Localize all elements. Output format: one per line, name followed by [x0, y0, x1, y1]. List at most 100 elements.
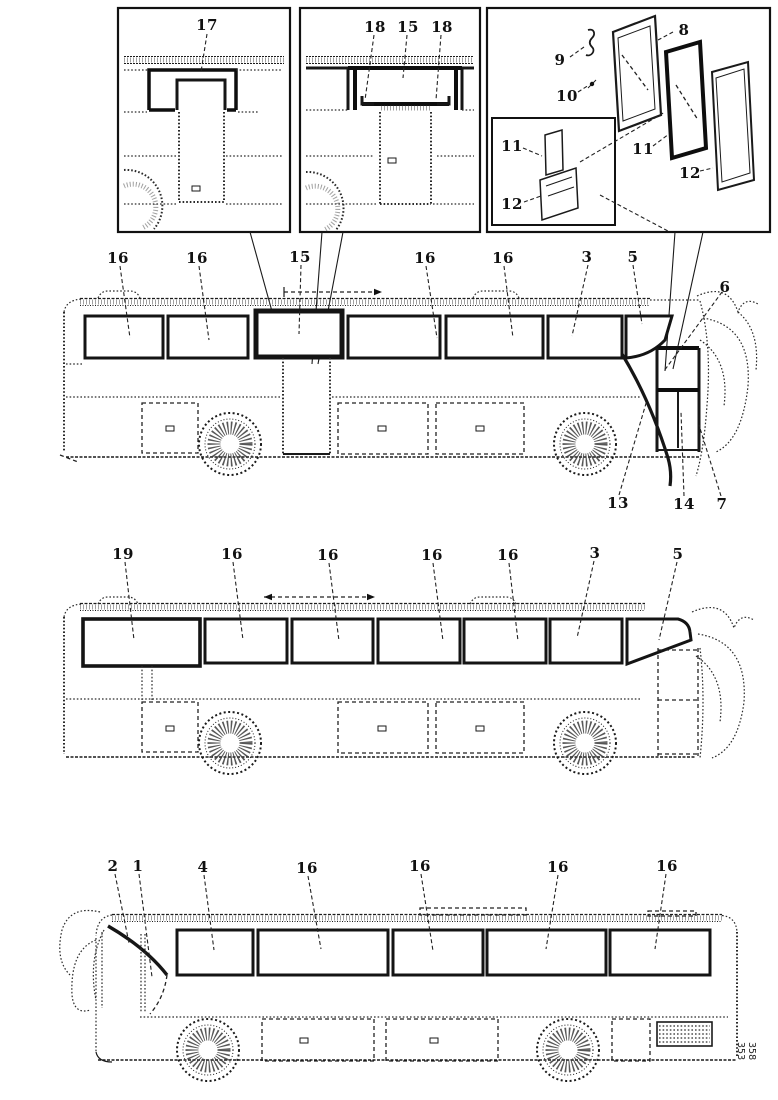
callout-16: 16 — [547, 858, 569, 876]
windscreen-pillar — [107, 924, 169, 977]
callout-16: 16 — [656, 857, 678, 875]
seal-part — [710, 60, 756, 192]
callout-5: 5 — [672, 545, 684, 563]
long-window-19 — [81, 617, 202, 668]
luggage-door — [141, 402, 199, 454]
callout-9: 9 — [554, 51, 566, 69]
callout-16: 16 — [421, 546, 443, 564]
callout-12: 12 — [679, 164, 701, 182]
callout-14: 14 — [673, 495, 695, 513]
window-frame-part — [611, 14, 663, 133]
engine-grille — [656, 1021, 713, 1047]
bus-right-side-no-mid-door — [63, 560, 755, 775]
wheel — [553, 711, 617, 775]
bracket-18 — [360, 96, 451, 106]
wheel — [198, 711, 262, 775]
roof-hatch — [647, 910, 697, 917]
callout-16: 16 — [414, 249, 436, 267]
luggage-door — [435, 701, 525, 754]
bus-left-side — [59, 873, 738, 1082]
front-door-dashed — [657, 648, 699, 756]
callout-19: 19 — [112, 545, 134, 563]
luggage-door — [435, 402, 525, 455]
seal-corner — [539, 166, 579, 222]
side-window — [83, 314, 165, 360]
luggage-door — [337, 402, 429, 455]
luggage-door — [141, 701, 199, 753]
side-window — [203, 617, 289, 665]
wheel — [176, 1018, 240, 1082]
callout-18: 18 — [431, 18, 453, 36]
roof-hatch — [97, 596, 139, 605]
callout-2: 2 — [107, 857, 119, 875]
callout-16: 16 — [296, 859, 318, 877]
corner-detail-subbox — [491, 117, 616, 226]
wheel-arc — [123, 168, 164, 230]
luggage-door — [261, 1018, 375, 1062]
side-window — [391, 928, 485, 977]
inset-mid-door-window-detail — [298, 6, 482, 234]
side-window-4 — [175, 928, 255, 977]
door-outline — [379, 112, 432, 205]
bus-right-side-with-mid-door — [59, 264, 759, 497]
roof-hatch — [469, 596, 517, 605]
callout-16: 16 — [492, 249, 514, 267]
callout-3: 3 — [589, 544, 601, 562]
callout-11: 11 — [632, 140, 654, 158]
wheel — [553, 412, 617, 476]
roof-hatch — [472, 290, 520, 299]
callout-16: 16 — [409, 857, 431, 875]
callout-7: 7 — [716, 495, 728, 513]
side-window-3 — [546, 314, 624, 360]
wheel-arc — [305, 170, 345, 231]
glass-pane-part — [663, 39, 709, 161]
dimension-line — [264, 593, 375, 601]
dimension-line — [283, 287, 382, 297]
glass-corner — [544, 129, 564, 176]
luggage-door — [611, 1018, 651, 1062]
door-window — [175, 78, 227, 110]
wheel — [198, 412, 262, 476]
window-frame — [147, 68, 238, 110]
mirror-arms — [696, 291, 759, 453]
side-window — [346, 314, 442, 360]
callout-6: 6 — [719, 278, 731, 296]
callout-16: 16 — [186, 249, 208, 267]
wheel — [536, 1018, 600, 1082]
inset-box — [491, 117, 616, 226]
front-door — [655, 346, 701, 452]
callout-12: 12 — [501, 195, 523, 213]
callout-16: 16 — [221, 545, 243, 563]
roof-hatch — [97, 290, 141, 299]
hinge-part — [585, 28, 595, 57]
callout-18: 18 — [364, 18, 386, 36]
side-window — [290, 617, 375, 665]
callout-16: 16 — [107, 249, 129, 267]
inset-box — [116, 6, 292, 234]
callout-16: 16 — [497, 546, 519, 564]
front-corner-window-5 — [625, 617, 693, 667]
door-outline — [178, 112, 225, 203]
callout-5: 5 — [627, 248, 639, 266]
callout-11: 11 — [501, 137, 523, 155]
side-window — [608, 928, 712, 977]
callout-13: 13 — [607, 494, 629, 512]
callout-1: 1 — [132, 857, 144, 875]
callout-8: 8 — [678, 21, 690, 39]
side-window — [376, 617, 462, 665]
side-window-3 — [548, 617, 624, 665]
luggage-door — [337, 701, 429, 754]
callout-15: 15 — [397, 18, 419, 36]
callout-16: 16 — [317, 546, 339, 564]
callout-15: 15 — [289, 248, 311, 266]
inset-box — [298, 6, 482, 234]
side-window — [485, 928, 608, 977]
side-window — [462, 617, 548, 665]
figure-number: 358 353 — [735, 1042, 757, 1061]
inset-mid-door-detail — [116, 6, 292, 234]
mirror-arms — [59, 909, 105, 1012]
mirror-arms — [691, 607, 755, 759]
front-corner-window-5 — [624, 314, 674, 360]
